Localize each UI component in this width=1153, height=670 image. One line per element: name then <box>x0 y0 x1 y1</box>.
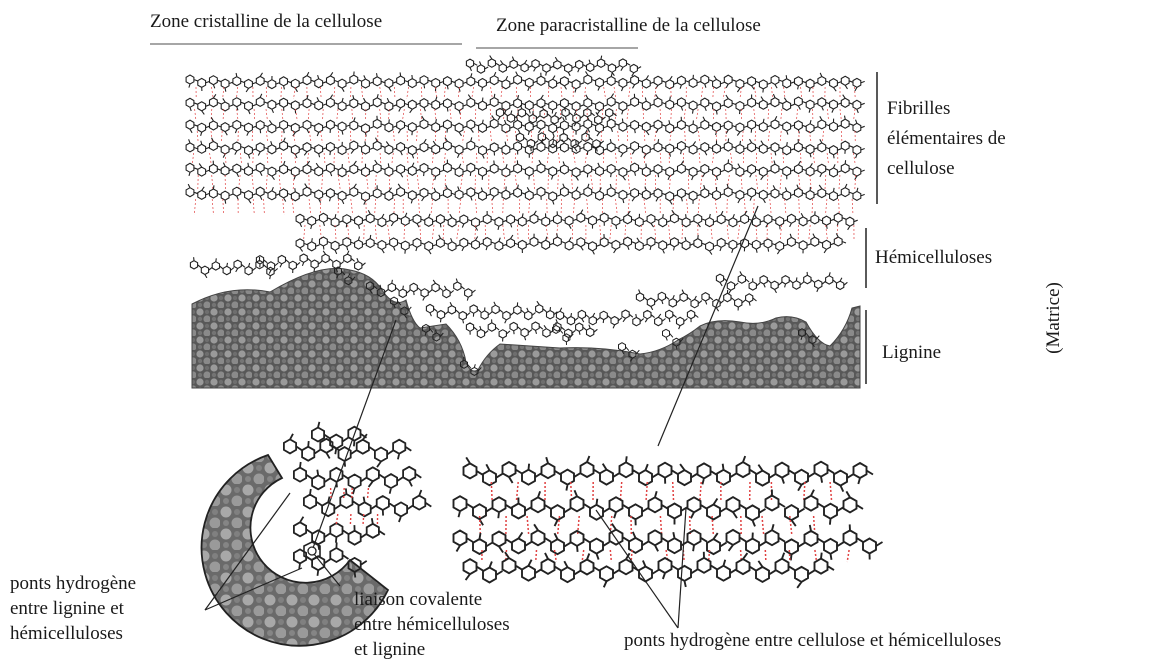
label-fibrilles-3: cellulose <box>887 158 955 179</box>
label-covalente-3: et lignine <box>354 639 426 660</box>
leader-ponts-lh-a <box>204 492 291 611</box>
covalent-bond-marker <box>303 541 321 561</box>
zoom-pointer-left <box>312 319 397 549</box>
label-hemicelluloses: Hémicelluloses <box>875 247 993 268</box>
label-matrice: (Matrice) <box>1043 282 1064 354</box>
label-zone-paracristalline: Zone paracristalline de la cellulose <box>496 15 761 36</box>
label-ponts-lh-3: hémicelluloses <box>10 623 123 644</box>
label-covalente-1: liaison covalente <box>354 589 483 610</box>
lignin-zoom-disk <box>200 453 390 647</box>
leader-ponts-lh-b <box>204 567 303 611</box>
cellulose-zoom-chains <box>452 455 883 589</box>
label-ponts-lh-1: ponts hydrogène <box>10 573 137 594</box>
zoom-pointer-right <box>657 205 759 447</box>
label-covalente-2: entre hémicelluloses <box>354 614 510 635</box>
label-fibrilles-1: Fibrilles <box>887 98 951 119</box>
label-ponts-lh-2: entre lignine et <box>10 598 124 619</box>
cellulose-fibril-network <box>185 55 865 376</box>
label-fibrilles-2: élémentaires de <box>887 128 1006 149</box>
hemicellulose-zoom-molecule <box>283 421 432 578</box>
label-zone-cristalline: Zone cristalline de la cellulose <box>150 11 383 32</box>
lignin-matrix <box>191 267 861 389</box>
leader-ponts-ch-b <box>677 507 687 629</box>
label-lignine: Lignine <box>882 342 942 363</box>
leader-covalente <box>313 553 341 587</box>
label-ponts-ch: ponts hydrogène entre cellulose et hémic… <box>624 630 1002 651</box>
leader-ponts-ch-a <box>595 509 679 629</box>
